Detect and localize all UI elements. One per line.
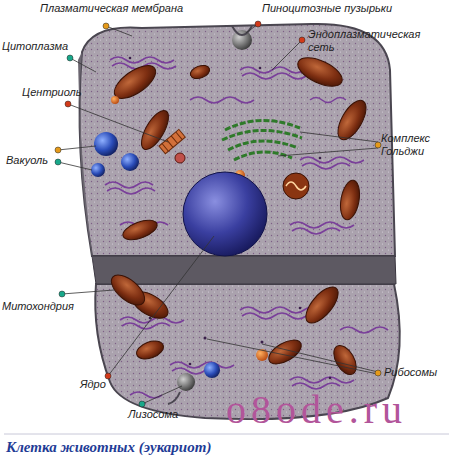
part-label: Цитоплазма xyxy=(2,40,68,53)
part-label: Плазматическая мембрана xyxy=(40,2,183,15)
part-label: Комплекс Гольджи xyxy=(381,132,449,158)
part-label: Вакуоль xyxy=(6,154,48,167)
watermark: o8ode.ru xyxy=(226,388,407,432)
part-label: Лизосома xyxy=(128,408,178,421)
part-label: Пиноцитозные пузырьки xyxy=(262,2,392,15)
part-label: Центриоль xyxy=(22,86,82,99)
part-label: Рибосомы xyxy=(384,366,437,379)
part-label: Митохондрия xyxy=(2,300,74,313)
caption: Клетка животных (эукариот) xyxy=(6,438,211,456)
part-label: Эндоплазматическая сеть xyxy=(308,28,428,54)
part-label: Ядро xyxy=(80,378,106,391)
